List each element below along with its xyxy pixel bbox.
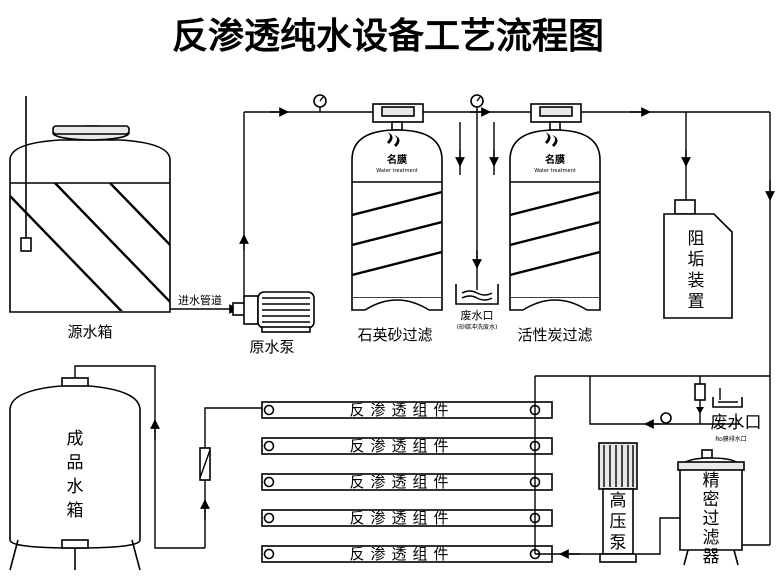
hp-pump-char-1: 高 <box>610 491 627 511</box>
waste-basin-top <box>455 284 499 305</box>
inlet-pipe-label: 进水管道 <box>178 293 222 307</box>
quartz-logo-text: 名膜 <box>387 153 407 166</box>
ro-membrane-module: 反渗透组件 <box>261 509 553 527</box>
membrane-end-cap <box>263 512 275 524</box>
precision-filter-char-5: 器 <box>703 547 720 567</box>
raw-pump-label: 原水泵 <box>249 338 294 356</box>
product-water-tank <box>9 377 141 571</box>
activated-carbon-filter: 名膜 Water treatment <box>509 103 601 311</box>
hp-pump-char-3: 泵 <box>610 533 627 553</box>
quartz-logo-sub: Water treatment <box>376 168 417 174</box>
precision-filter-char-1: 精 <box>703 471 720 491</box>
carbon-logo-text: 名膜 <box>545 153 565 166</box>
antiscalant-device <box>663 199 733 319</box>
ro-membrane-module: 反渗透组件 <box>261 401 553 419</box>
waste-top-note: (砂碳冲洗废水) <box>457 323 498 331</box>
ro-membrane-module: 反渗透组件 <box>261 437 553 455</box>
quartz-sand-filter: 名膜 Water treatment <box>351 103 443 311</box>
product-tank-char-2: 品 <box>67 453 84 473</box>
precision-filter <box>677 449 745 566</box>
pressure-gauge-2 <box>470 94 484 112</box>
precision-filter-char-3: 过 <box>703 509 720 529</box>
source-water-tank <box>9 96 171 313</box>
source-tank-label: 源水箱 <box>67 323 112 341</box>
waste-basin-right <box>712 397 743 408</box>
pressure-gauge-1 <box>313 94 327 112</box>
membrane-end-cap <box>263 404 275 416</box>
membrane-end-cap <box>263 476 275 488</box>
carbon-logo-sub: Water treatment <box>534 168 575 174</box>
ro-membrane-module: 反渗透组件 <box>261 473 553 491</box>
antiscalant-char-3: 装 <box>688 271 705 291</box>
precision-filter-char-4: 滤 <box>703 528 720 548</box>
quartz-filter-label: 石英砂过滤 <box>357 326 432 344</box>
pressure-gauge-3 <box>660 412 672 424</box>
waste-right-label: 废水口 <box>711 413 762 433</box>
membrane-label: 反渗透组件 <box>349 473 454 491</box>
membrane-label: 反渗透组件 <box>349 509 454 527</box>
page-title: 反渗透纯水设备工艺流程图 <box>172 16 604 57</box>
antiscalant-char-2: 垢 <box>688 250 705 270</box>
carbon-filter-label: 活性炭过滤 <box>517 326 592 344</box>
membrane-label: 反渗透组件 <box>349 545 454 563</box>
antiscalant-char-1: 阻 <box>688 229 705 249</box>
product-tank-char-1: 成 <box>67 429 84 449</box>
ro-membrane-module: 反渗透组件 <box>261 545 553 563</box>
product-tank-char-4: 箱 <box>67 501 84 521</box>
raw-water-pump <box>232 291 315 333</box>
membrane-label: 反渗透组件 <box>349 437 454 455</box>
membrane-label: 反渗透组件 <box>349 401 454 419</box>
precision-filter-char-2: 密 <box>703 490 720 510</box>
membrane-end-cap <box>263 440 275 452</box>
product-tank-char-3: 水 <box>67 477 84 497</box>
membrane-end-cap <box>263 548 275 560</box>
waste-top-label: 废水口 <box>461 308 494 322</box>
antiscalant-char-4: 置 <box>688 292 705 312</box>
high-pressure-pump <box>598 442 638 563</box>
hp-pump-char-2: 压 <box>610 512 627 532</box>
waste-right-note: Ro膜排水口 <box>715 435 747 443</box>
